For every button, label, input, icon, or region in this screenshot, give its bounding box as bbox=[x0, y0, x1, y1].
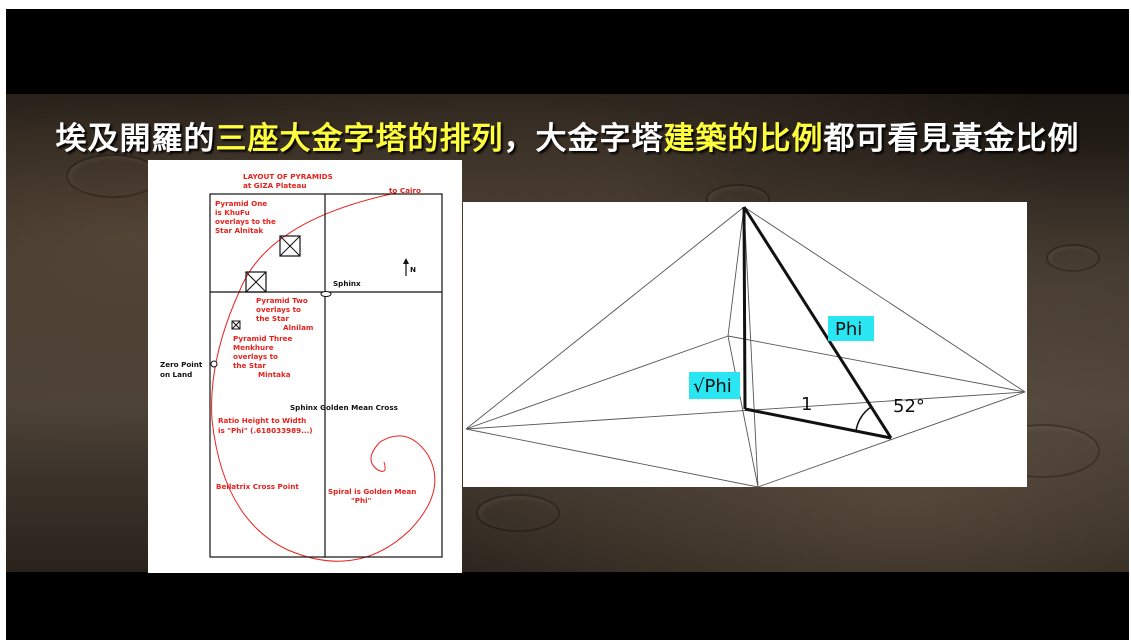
svg-text:Alnilam: Alnilam bbox=[283, 323, 313, 332]
sphinx-marker bbox=[320, 291, 332, 297]
giza-layout-diagram: LAYOUT OF PYRAMIDS at GIZA Plateau to Ca… bbox=[148, 160, 462, 573]
golden-mean-cross-label: Sphinx Golden Mean Cross bbox=[290, 403, 398, 412]
sqrt-phi-label-bg bbox=[689, 372, 740, 399]
plateau-frame bbox=[209, 193, 443, 558]
svg-text:Star Alnitak: Star Alnitak bbox=[215, 226, 263, 235]
page-title: 埃及開羅的三座大金字塔的排列，大金字塔建築的比例都可看見黃金比例 bbox=[55, 121, 1080, 157]
pyramid-wireframe bbox=[465, 206, 1026, 488]
to-cairo-label: to Cairo bbox=[389, 186, 421, 195]
phi-label-bg bbox=[828, 316, 874, 341]
angle-label: 52° bbox=[893, 396, 925, 417]
heading-line1: LAYOUT OF PYRAMIDS bbox=[243, 172, 333, 181]
north-label: N bbox=[410, 265, 416, 274]
svg-text:the Star: the Star bbox=[256, 314, 289, 323]
svg-text:Pyramid Two: Pyramid Two bbox=[256, 296, 308, 305]
angle-arc bbox=[855, 406, 872, 432]
svg-text:Spiral is Golden Mean: Spiral is Golden Mean bbox=[328, 487, 416, 496]
svg-text:is "Phi" (.618033989...): is "Phi" (.618033989...) bbox=[218, 426, 313, 435]
bellatrix-label: Bellatrix Cross Point bbox=[216, 482, 299, 491]
golden-spiral bbox=[211, 192, 436, 562]
phi-label: Phi bbox=[835, 319, 862, 340]
svg-text:overlays to: overlays to bbox=[233, 352, 278, 361]
video-frame: 埃及開羅的三座大金字塔的排列，大金字塔建築的比例都可看見黃金比例 bbox=[6, 9, 1129, 640]
sphinx-label: Sphinx bbox=[333, 279, 361, 288]
svg-text:Pyramid Three: Pyramid Three bbox=[233, 334, 293, 343]
svg-text:"Phi": "Phi" bbox=[351, 496, 372, 505]
zero-point-marker bbox=[210, 360, 218, 368]
svg-text:overlays to the: overlays to the bbox=[215, 217, 276, 226]
svg-text:Pyramid One: Pyramid One bbox=[215, 199, 267, 208]
north-arrow-icon bbox=[403, 258, 409, 276]
pyramid-three-icon bbox=[231, 320, 241, 330]
svg-text:Ratio Height to Width: Ratio Height to Width bbox=[218, 416, 306, 425]
pyramid-phi-diagram: Phi √Phi 1 52° bbox=[463, 202, 1027, 488]
sqrt-phi-label: √Phi bbox=[693, 376, 732, 397]
svg-text:Zero Point: Zero Point bbox=[160, 360, 203, 369]
pyramid-two-icon bbox=[245, 271, 267, 293]
svg-text:the Star: the Star bbox=[233, 361, 266, 370]
svg-text:overlays to: overlays to bbox=[256, 305, 301, 314]
svg-text:on Land: on Land bbox=[160, 370, 192, 379]
base-one-label: 1 bbox=[801, 394, 812, 415]
svg-text:is KhuFu: is KhuFu bbox=[215, 208, 250, 217]
svg-text:Mintaka: Mintaka bbox=[258, 370, 291, 379]
golden-triangle bbox=[742, 206, 893, 440]
svg-text:Menkhure: Menkhure bbox=[233, 343, 274, 352]
heading-line2: at GIZA Plateau bbox=[243, 181, 307, 190]
pyramid-one-icon bbox=[279, 235, 301, 257]
